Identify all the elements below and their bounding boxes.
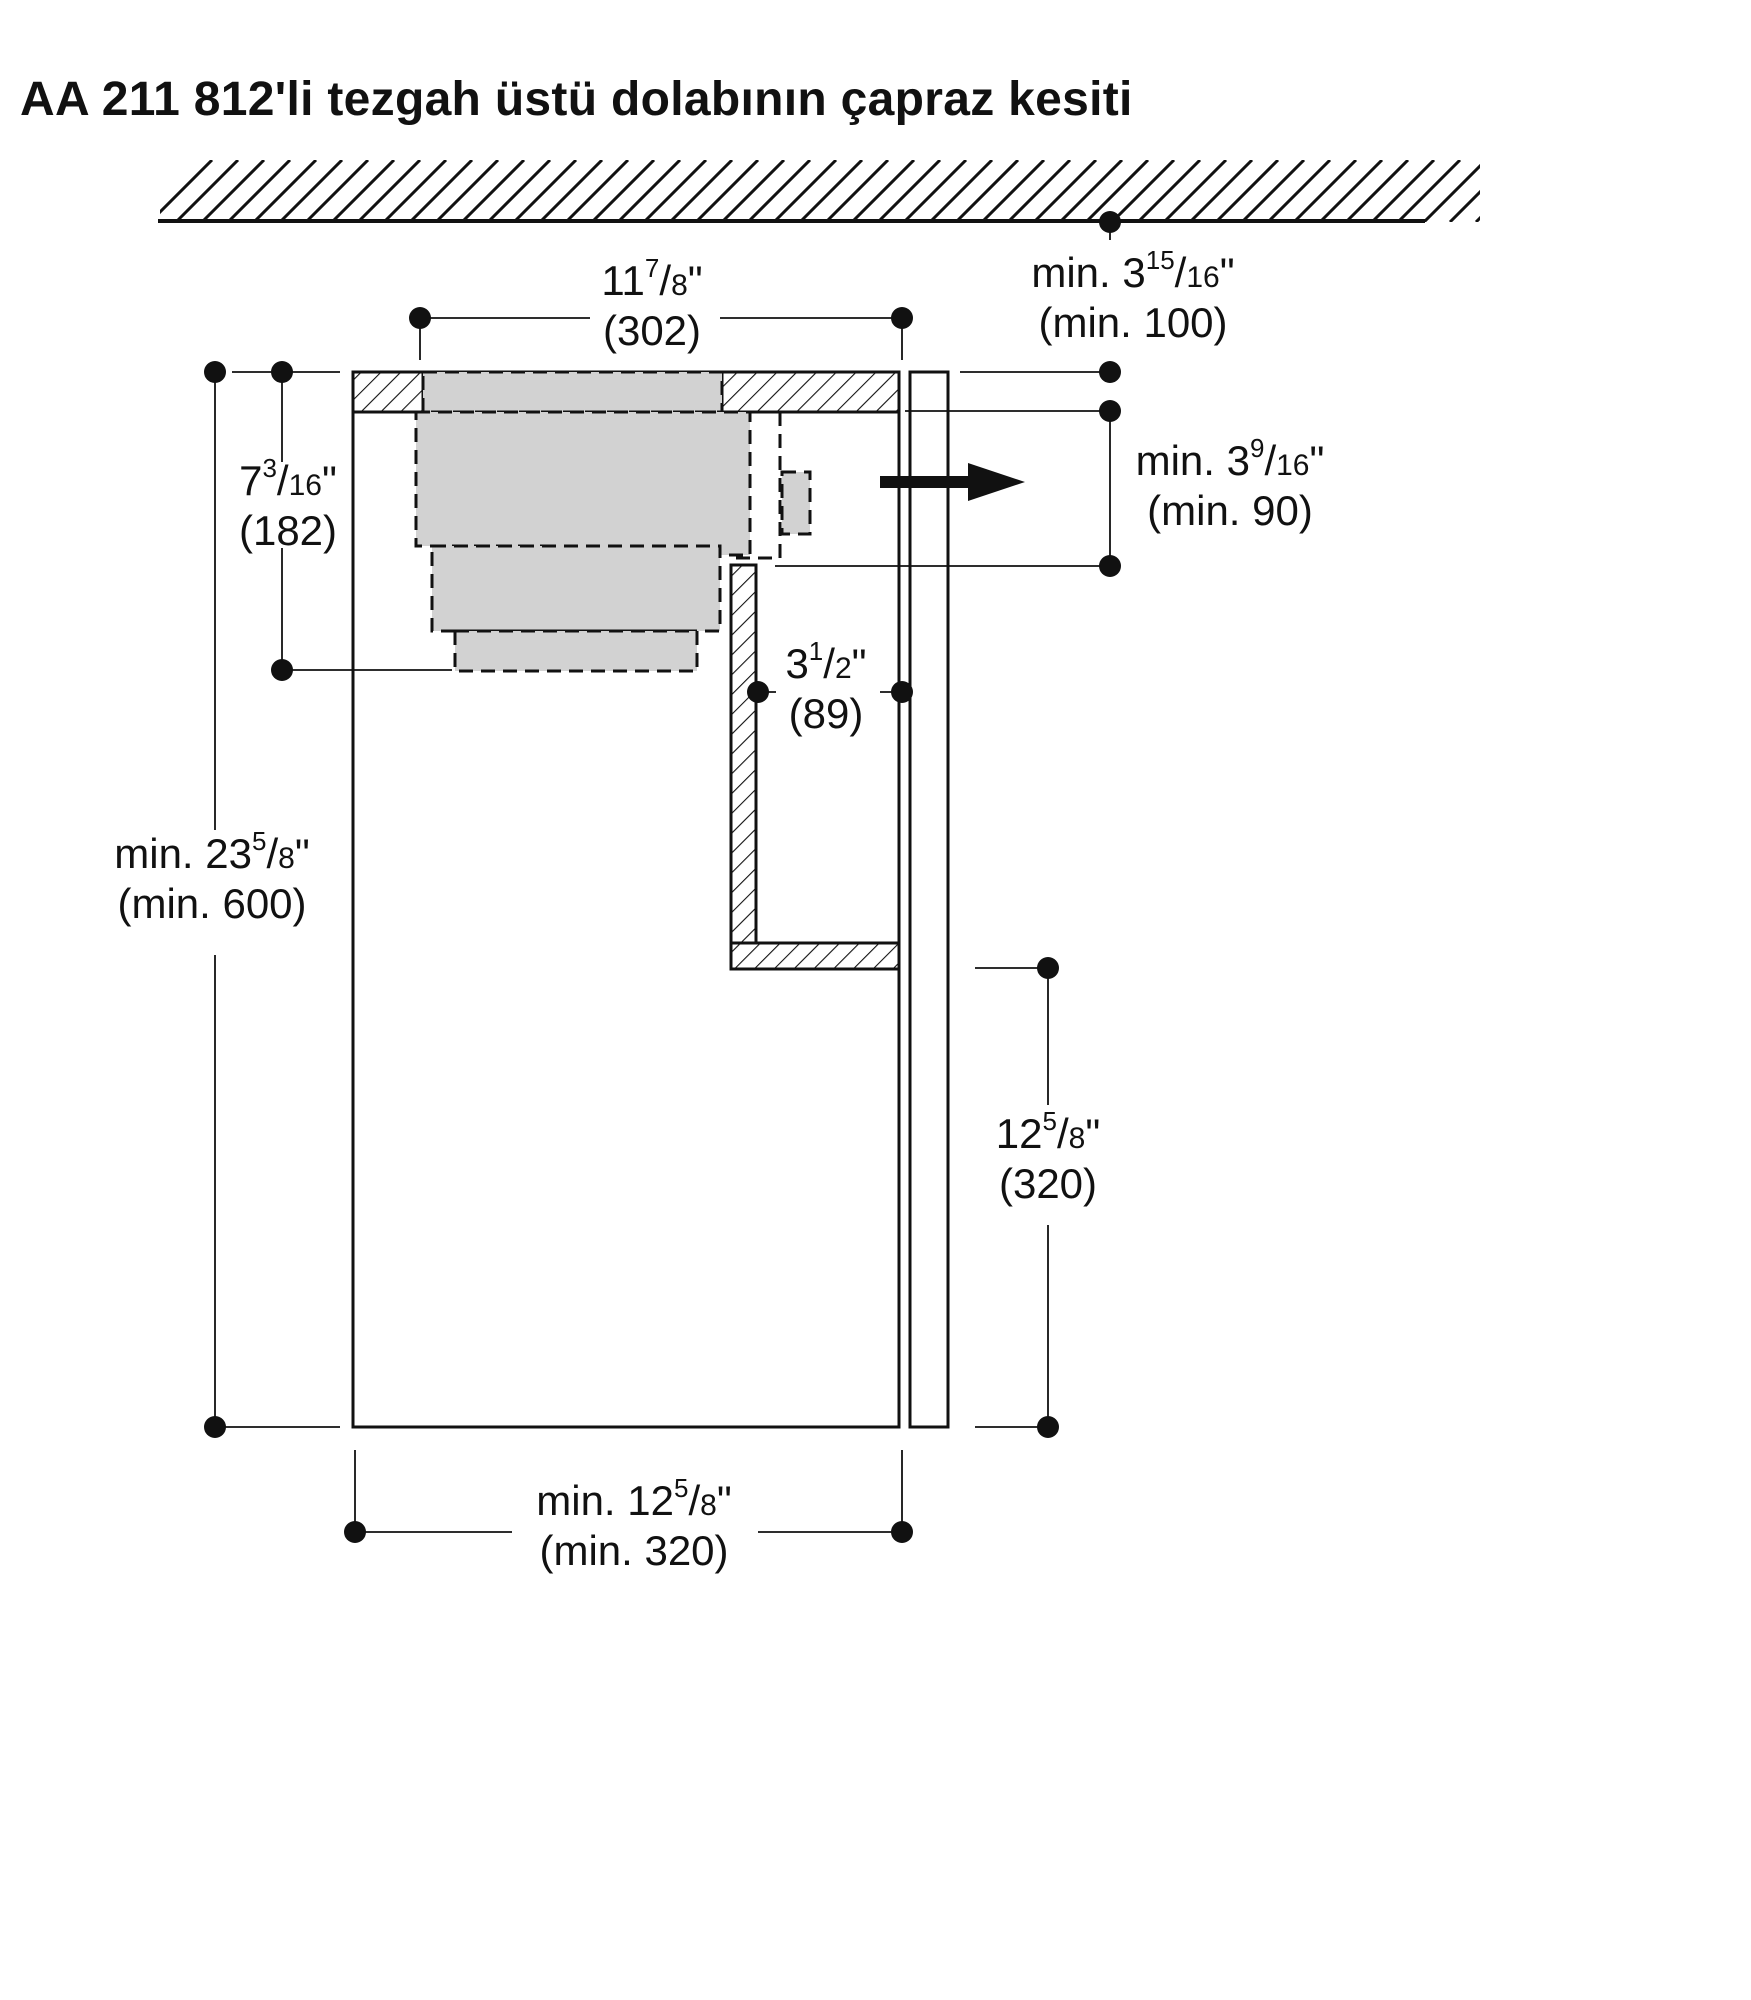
- dim-dot: [891, 681, 913, 703]
- dim-dot: [1037, 1416, 1059, 1438]
- dim-label-width-302: 117/8" (302): [601, 253, 702, 354]
- internal-shelf: [729, 941, 901, 971]
- dim-dot: [1099, 555, 1121, 577]
- dim-dot: [1099, 361, 1121, 383]
- svg-text:125/8": 125/8": [996, 1106, 1100, 1157]
- svg-text:(320): (320): [999, 1160, 1097, 1207]
- dimension-lines: [214, 222, 1111, 1533]
- svg-text:117/8": 117/8": [601, 253, 702, 304]
- dim-dot: [1037, 957, 1059, 979]
- svg-text:(min. 320): (min. 320): [539, 1527, 728, 1574]
- svg-text:min. 315/16": min. 315/16": [1031, 245, 1234, 296]
- dim-dot: [344, 1521, 366, 1543]
- dim-dot: [409, 307, 431, 329]
- dim-label-width-320: min. 125/8" (min. 320): [536, 1473, 731, 1574]
- airflow-arrow: [880, 463, 1025, 501]
- dim-label-height-182: 73/16" (182): [239, 453, 337, 554]
- top-board-right: [720, 370, 901, 414]
- svg-text:(min. 90): (min. 90): [1147, 487, 1313, 534]
- svg-text:(302): (302): [603, 307, 701, 354]
- dim-label-gap-90: min. 39/16" (min. 90): [1136, 433, 1325, 534]
- appliance-unit: [414, 370, 812, 673]
- svg-text:min. 39/16": min. 39/16": [1136, 433, 1325, 484]
- svg-text:(min. 100): (min. 100): [1038, 299, 1227, 346]
- top-board-left: [351, 370, 425, 414]
- svg-text:min. 125/8": min. 125/8": [536, 1473, 731, 1524]
- dim-dot: [271, 659, 293, 681]
- dim-dot: [891, 1521, 913, 1543]
- dim-label-height-600: min. 235/8" (min. 600): [114, 826, 309, 927]
- dimension-dots: [204, 211, 1121, 1543]
- diagram-title: AA 211 812'li tezgah üstü dolabının çapr…: [20, 73, 1133, 126]
- dim-dot: [204, 361, 226, 383]
- svg-text:(182): (182): [239, 507, 337, 554]
- svg-text:73/16": 73/16": [239, 453, 337, 504]
- dim-dot: [271, 361, 293, 383]
- dim-dot: [1099, 400, 1121, 422]
- internal-vertical-panel: [729, 563, 758, 945]
- dim-label-height-320: 125/8" (320): [996, 1106, 1100, 1207]
- dim-label-depth-89: 31/2" (89): [785, 636, 866, 737]
- ceiling-hatch: [160, 160, 1480, 222]
- svg-text:(min. 600): (min. 600): [117, 880, 306, 927]
- dim-label-gap-100: min. 315/16" (min. 100): [1031, 245, 1234, 346]
- svg-text:31/2": 31/2": [785, 636, 866, 687]
- dim-dot: [747, 681, 769, 703]
- ceiling: [158, 160, 1480, 223]
- dim-dot: [1099, 211, 1121, 233]
- cabinet-door: [908, 370, 950, 1429]
- dim-dot: [204, 1416, 226, 1438]
- svg-text:(89): (89): [789, 690, 864, 737]
- dim-dot: [891, 307, 913, 329]
- svg-text:min. 235/8": min. 235/8": [114, 826, 309, 877]
